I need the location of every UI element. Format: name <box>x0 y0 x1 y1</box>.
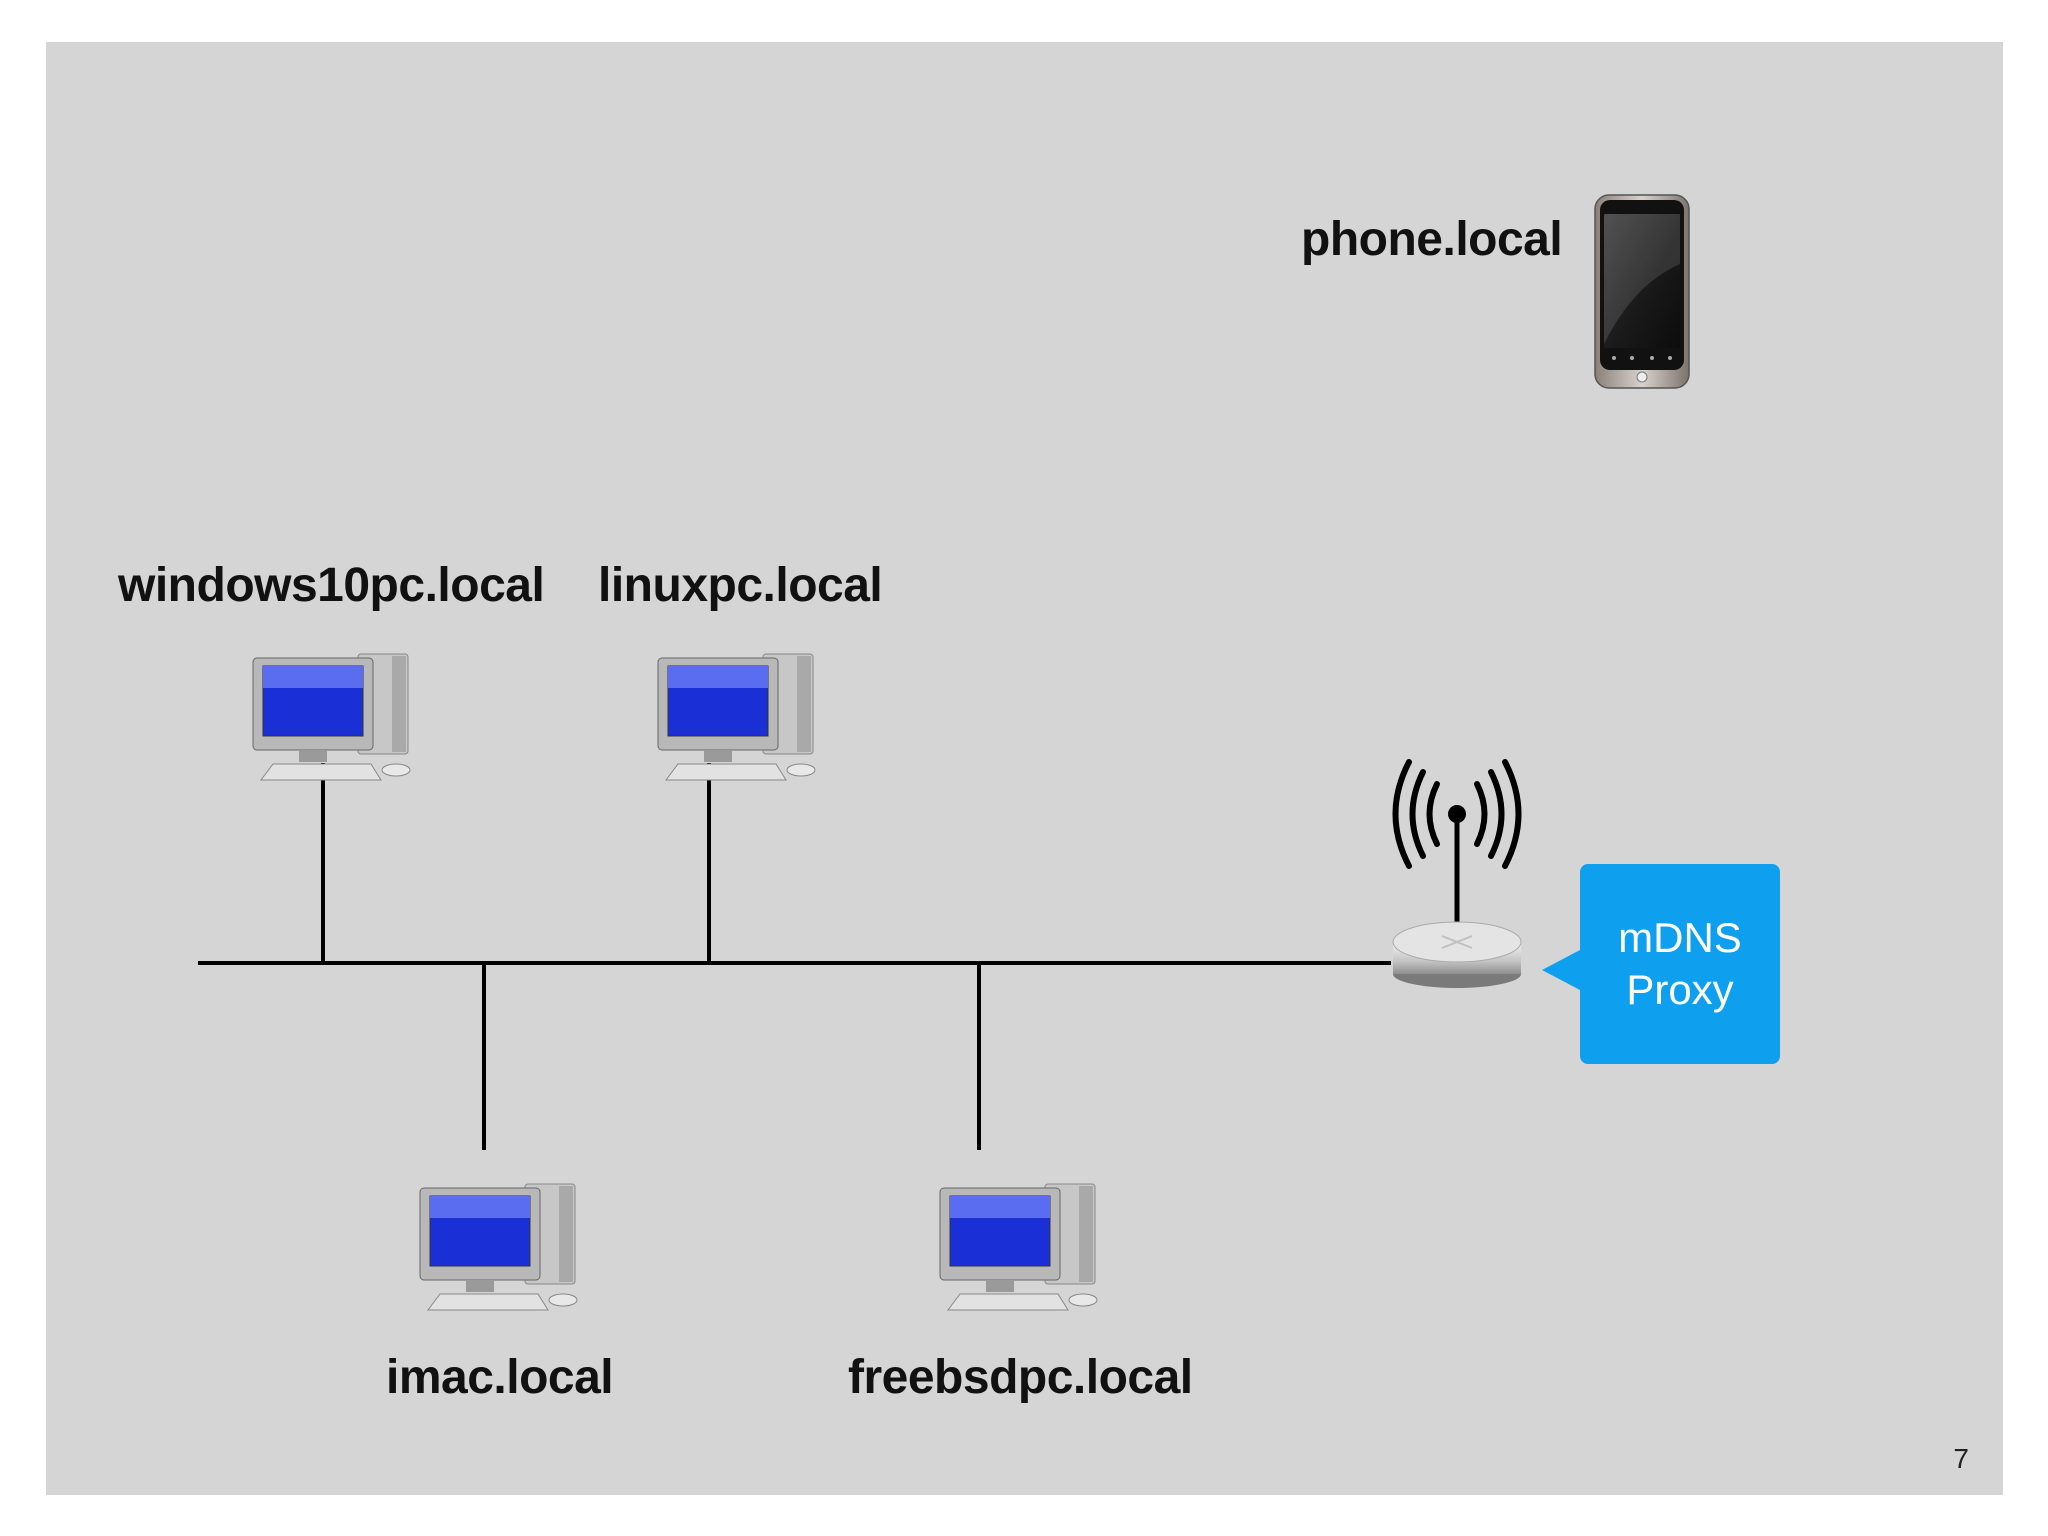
freebsd-label: freebsdpc.local <box>848 1351 1193 1404</box>
imac-label: imac.local <box>386 1351 614 1404</box>
desktop-computer-icon <box>939 1183 1098 1311</box>
phone-label: phone.local <box>1301 213 1563 266</box>
desktop-computer-icon <box>419 1183 578 1311</box>
linux-label: linuxpc.local <box>598 559 883 612</box>
page-number: 7 <box>1953 1443 1969 1474</box>
smartphone-icon <box>1594 194 1690 389</box>
windows-label: windows10pc.local <box>118 559 545 612</box>
desktop-computer-icon <box>657 653 816 781</box>
desktop-computer-icon <box>252 653 411 781</box>
callout-line-2: Proxy <box>1626 966 1734 1013</box>
slide: phone.local windows10pc.local linuxpc.lo… <box>46 42 2003 1495</box>
network-wiring <box>198 763 1391 1150</box>
mdns-proxy-callout: mDNS Proxy <box>1542 864 1780 1064</box>
wireless-router-icon <box>1392 759 1522 988</box>
callout-line-1: mDNS <box>1618 913 1742 961</box>
